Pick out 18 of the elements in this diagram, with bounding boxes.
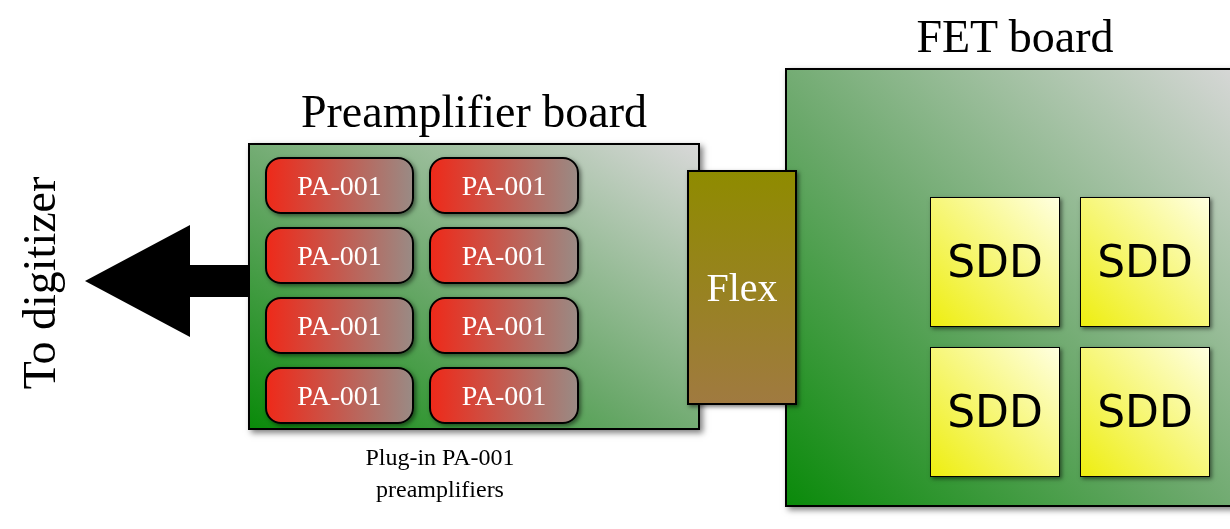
detector-chip: SDD <box>1080 197 1210 327</box>
preamplifier-module: PA-001 <box>429 297 579 354</box>
caption-text: Plug-in PA-001 preamplifiers <box>364 443 516 505</box>
preamplifier-module: PA-001 <box>265 297 414 354</box>
preamplifier-module: PA-001 <box>265 157 414 214</box>
preamplifier-module: PA-001 <box>265 367 414 424</box>
preamplifier-module: PA-001 <box>429 227 579 284</box>
detector-chip: SDD <box>1080 347 1210 477</box>
board-title: FET board <box>915 10 1115 64</box>
board-title: Preamplifier board <box>299 85 649 139</box>
preamplifier-module: PA-001 <box>429 157 579 214</box>
vertical-label: To digitizer <box>17 176 63 389</box>
detector-chip: SDD <box>930 197 1060 327</box>
preamplifier-module: PA-001 <box>429 367 579 424</box>
detector-chip: SDD <box>930 347 1060 477</box>
arrow <box>85 225 248 337</box>
preamplifier-module: PA-001 <box>265 227 414 284</box>
flex-connector: Flex <box>687 170 797 405</box>
